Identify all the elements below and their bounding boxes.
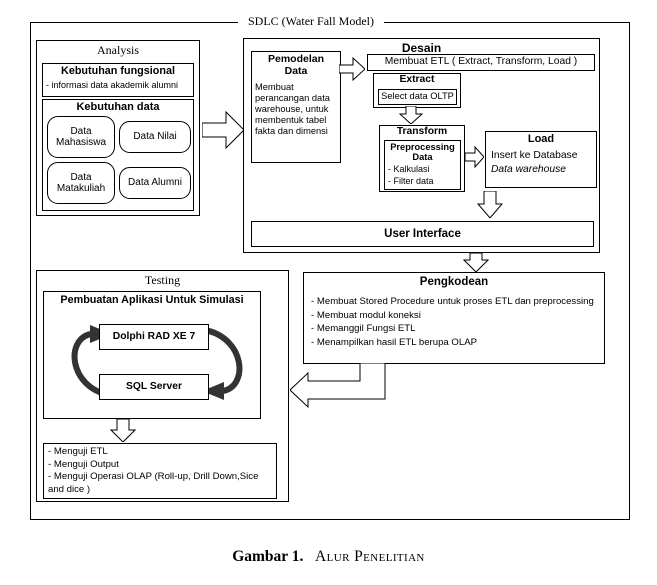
load-box: Load Insert ke Database Data warehouse: [485, 131, 597, 188]
desain-title: Desain: [401, 41, 442, 55]
user-interface-box: User Interface: [251, 221, 594, 247]
pengkodean-item-hasil-olap: - Menampilkan hasil ETL berupa OLAP: [311, 336, 478, 348]
arrow-pemodelan-to-etl: [339, 57, 365, 81]
testing-box: Testing Pembuatan Aplikasi Untuk Simulas…: [36, 270, 289, 502]
kebutuhan-data-box: Kebutuhan data Data Mahasiswa Data Nilai…: [42, 99, 194, 211]
kebutuhan-fungsional-item: - informasi data akademik alumni: [46, 80, 179, 90]
preprocessing-box: Preprocessing Data - Kalkulasi - Filter …: [384, 140, 461, 190]
menguji-box: - Menguji ETL - Menguji Output - Menguji…: [43, 443, 277, 499]
kebutuhan-fungsional-title: Kebutuhan fungsional: [61, 65, 175, 77]
analysis-box: Analysis Kebutuhan fungsional - informas…: [36, 40, 200, 216]
select-data-oltp-box: Select data OLTP: [378, 89, 457, 105]
extract-box: Extract Select data OLTP: [373, 73, 461, 108]
pengkodean-title: Pengkodean: [419, 276, 489, 288]
dolphi-rad-box: Dolphi RAD XE 7: [99, 324, 209, 350]
dolphi-rad-label: Dolphi RAD XE 7: [112, 331, 196, 342]
menguji-item-olap: - Menguji Operasi OLAP (Roll-up, Drill D…: [48, 471, 259, 495]
pengkodean-item-modul-koneksi: - Membuat modul koneksi: [311, 309, 421, 321]
pemodelan-data-title: Pemodelan Data: [267, 53, 325, 77]
transform-box: Transform Preprocessing Data - Kalkulasi…: [379, 125, 465, 192]
figure-caption-label: Gambar 1.: [232, 548, 304, 565]
data-alumni-node: Data Alumni: [119, 167, 191, 199]
arrow-etl-to-user-interface: [477, 191, 503, 218]
sql-server-label: SQL Server: [126, 381, 182, 392]
menguji-item-etl: - Menguji ETL: [48, 446, 108, 457]
load-title: Load: [527, 133, 555, 145]
simulasi-title: Pembuatan Aplikasi Untuk Simulasi: [60, 294, 244, 306]
preprocessing-title: Preprocessing Data: [390, 142, 455, 163]
data-nilai-node: Data Nilai: [119, 121, 191, 153]
pemodelan-data-box: Pemodelan Data Membuat perancangan data …: [251, 51, 341, 163]
arrow-analysis-to-desain: [202, 110, 244, 150]
extract-title: Extract: [399, 74, 435, 85]
user-interface-label: User Interface: [384, 228, 461, 240]
arrow-desain-to-pengkodean: [463, 253, 489, 272]
analysis-title: Analysis: [97, 43, 139, 57]
transform-title: Transform: [396, 126, 448, 137]
select-data-oltp-label: Select data OLTP: [381, 91, 454, 101]
sdlc-title: SDLC (Water Fall Model): [238, 13, 385, 30]
simulasi-box: Pembuatan Aplikasi Untuk Simulasi Dolphi…: [43, 291, 261, 419]
pengkodean-box: Pengkodean - Membuat Stored Procedure un…: [303, 272, 605, 364]
load-line1: Insert ke Database: [491, 150, 578, 161]
pengkodean-item-stored-procedure: - Membuat Stored Procedure untuk proses …: [311, 296, 594, 307]
arrow-pengkodean-to-testing: [290, 363, 386, 409]
kebutuhan-fungsional-box: Kebutuhan fungsional - informasi data ak…: [42, 63, 194, 97]
arrow-simulasi-to-menguji: [110, 419, 136, 442]
menguji-item-output: - Menguji Output: [48, 458, 119, 470]
arrow-extract-to-transform: [399, 106, 423, 124]
cycle-arrows-icon: [71, 325, 243, 400]
testing-title: Testing: [144, 273, 181, 287]
data-mahasiswa-node: Data Mahasiswa: [47, 116, 115, 158]
preprocessing-item-kalkulasi: - Kalkulasi: [388, 164, 430, 174]
etl-title: Membuat ETL ( Extract, Transform, Load ): [384, 56, 578, 67]
figure-caption-title: Alur Penelitian: [315, 548, 425, 565]
pemodelan-data-desc: Membuat perancangan data warehouse, untu…: [255, 82, 330, 136]
desain-box: Desain Pemodelan Data Membuat perancanga…: [243, 38, 600, 253]
figure-caption: Gambar 1. Alur Penelitian: [0, 548, 657, 566]
arrow-transform-to-load: [465, 146, 484, 168]
preprocessing-item-filter: - Filter data: [388, 176, 434, 186]
kebutuhan-data-title: Kebutuhan data: [76, 101, 160, 113]
etl-title-box: Membuat ETL ( Extract, Transform, Load ): [367, 54, 595, 71]
pengkodean-item-fungsi-etl: - Memanggil Fungsi ETL: [311, 323, 416, 335]
sql-server-box: SQL Server: [99, 374, 209, 400]
data-matakuliah-node: Data Matakuliah: [47, 162, 115, 204]
load-line2: Data warehouse: [491, 164, 566, 175]
